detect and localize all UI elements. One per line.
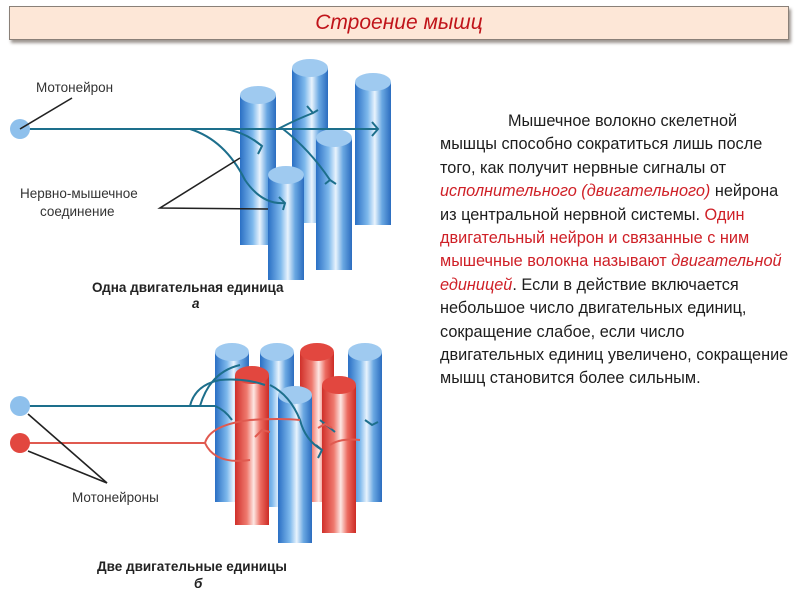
text-motor-unit-definition: Один двигательный нейрон и связанные с н… [440,205,750,271]
label-motoneuron: Мотонейрон [36,80,113,95]
body-text: Мышечное волокно скелетной мышцы способн… [440,110,790,391]
label-junction-line1: Нервно-мышечное [20,186,138,201]
figure-b: Мотонейроны Две двигательные единицы б [10,343,382,591]
motoneuron-body-blue [10,396,30,416]
label-junction-line2: соединение [40,204,115,219]
text-motor-unit-term: двигательной единицей [440,252,782,294]
nerve-axon [20,105,380,211]
caption-b-letter: б [194,576,203,591]
text-p3: . Если в действие включается небольшое ч… [440,275,789,388]
slide-title-bar: Строение мышц [9,6,789,40]
text-executive-neuron: исполнительного (двигательного) [440,182,711,201]
figure-a: Мотонейрон Нервно-мышечное соединение Од… [10,59,391,311]
muscle-fiber [268,166,304,280]
muscle-fiber [322,376,356,533]
caption-a: Одна двигательная единица [92,280,284,295]
text-p1: Мышечное волокно скелетной мышцы способн… [440,112,763,177]
slide-title: Строение мышц [315,11,483,34]
leader-lines [19,97,269,210]
paragraph [440,112,474,130]
leader-lines [27,413,108,484]
muscle-fiber [235,366,269,525]
motoneuron-body-red [10,433,30,453]
muscle-fiber [355,73,391,225]
nerve-axon-red [20,418,361,462]
label-motoneurons: Мотонейроны [72,490,159,505]
caption-b: Две двигательные единицы [97,559,287,574]
muscle-fiber [316,129,352,270]
caption-a-letter: а [192,296,200,311]
text-p2: нейрона из центральной нервной системы. [440,182,779,224]
